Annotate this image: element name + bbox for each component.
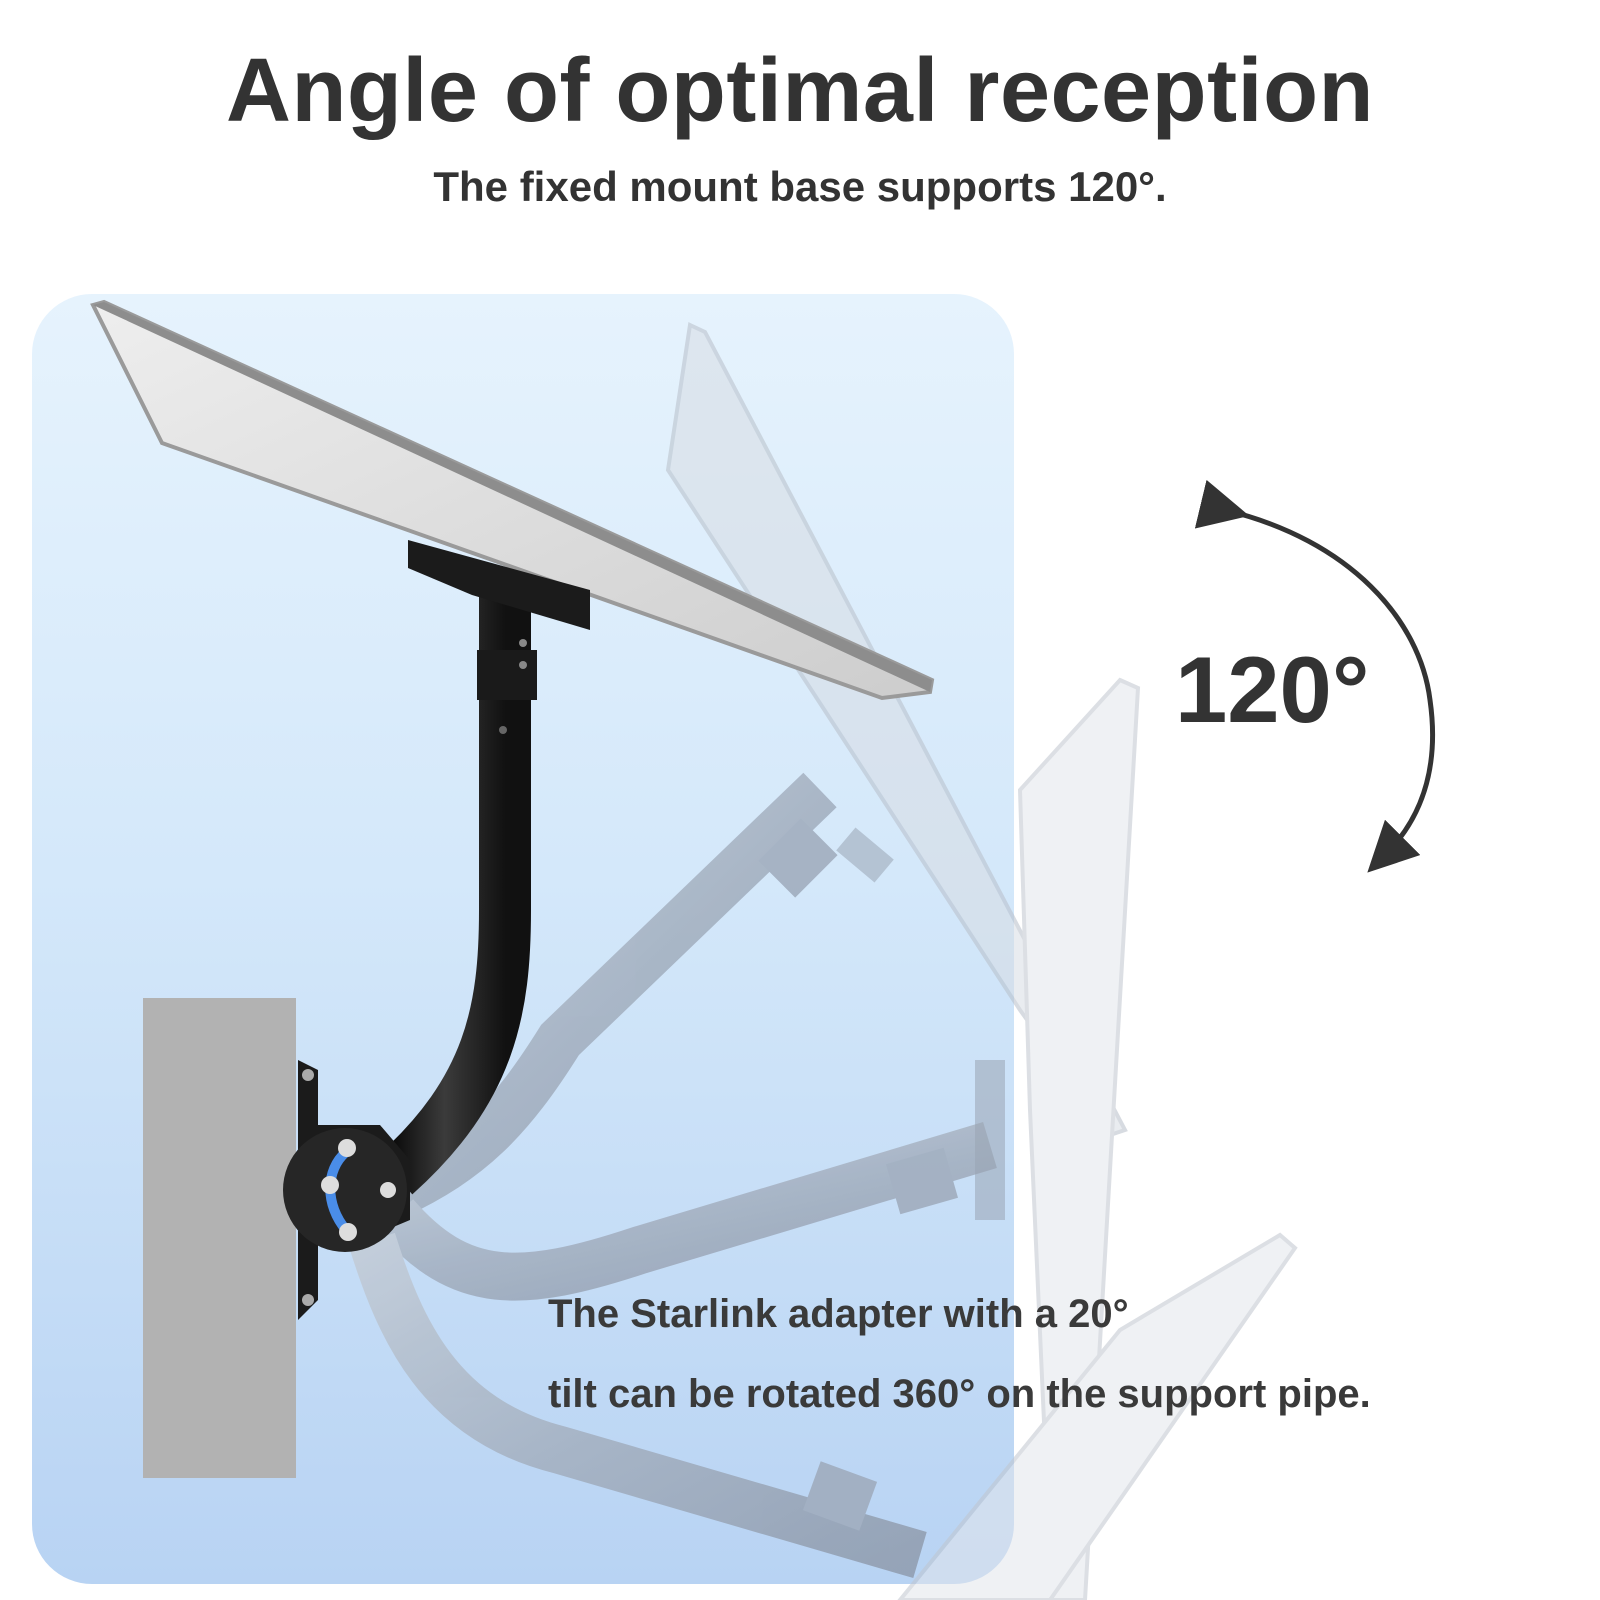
black-mount-pipe [377,575,531,1195]
rotation-arrow-icon [1194,479,1435,873]
page-title: Angle of optimal reception [225,41,1375,141]
caption-line-2: tilt can be rotated 360° on the support … [548,1372,1371,1416]
wall-block [143,998,296,1478]
pipe-collar [477,650,537,700]
ghost-pipes [349,772,997,1579]
caption-line-1: The Starlink adapter with a 20° [548,1292,1129,1336]
rotation-angle-label: 120° [1175,637,1370,742]
page-subtitle: The fixed mount base supports 120°. [433,163,1167,210]
ghost-dishes [665,322,1298,1600]
starlink-dish [90,299,935,701]
wall-base-plate [283,1060,410,1320]
